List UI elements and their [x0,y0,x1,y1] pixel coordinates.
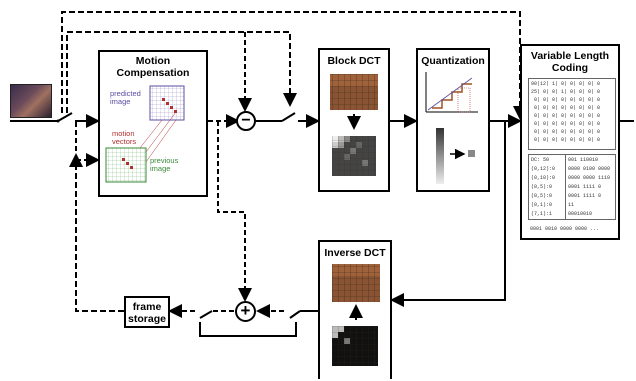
vlc-code-right: 0000 0100 0000 [568,166,611,172]
block-dct-block: Block DCT [318,48,390,192]
motion-grids [105,85,185,183]
block-dct-title: Block DCT [327,55,381,67]
vlc-code-left: (0,5):0 [531,193,553,199]
predicted-image-label-2: image [110,97,131,106]
vlc-matrix-row: 90|12| 1| 0| 0| 0| 0| 0 [531,81,601,87]
motion-block-marks [122,98,177,169]
predicted-image-label-1: predicted [110,89,141,98]
quantization-gradient-bar [436,128,444,184]
vlc-code-left: (0,10):0 [531,175,556,181]
vlc-matrix-row: 0| 0| 0| 0| 0| 0| 0| 0 [531,129,601,135]
vlc-code-right: 00010010 [568,211,593,217]
vlc-title-1: Variable Length [530,50,610,62]
motion-compensation-title-1: Motion [135,55,171,67]
vlc-code-table: DC: 50 001 110010 (0,12):0 0000 0100 000… [528,154,616,220]
vlc-code-left: (0,12):0 [531,166,556,172]
vlc-code-left: DC: 50 [531,157,550,163]
vlc-code-right: 001 110010 [568,157,599,163]
vlc-matrix-row: 0| 0| 0| 0| 0| 0| 0| 0 [531,113,601,119]
dct-images [330,74,378,176]
previous-image-label-1: previous [150,156,179,165]
vlc-matrix-row: 0| 0| 0| 0| 0| 0| 0| 0 [531,121,601,127]
frame-storage-block: frame storage [124,296,170,328]
vlc-coefficient-matrix: 90|12| 1| 0| 0| 0| 0| 0 25| 0| 0| 1| 0| … [528,78,616,150]
previous-image-label-2: image [150,164,171,173]
vlc-code-right: 0001 1111 0 [568,193,602,199]
variable-length-coding-block: Variable Length Coding 90|12| 1| 0| 0| 0… [520,44,620,240]
quantizer-staircase [432,83,472,109]
input-video-thumbnail [10,84,52,118]
vlc-code-right: 11 [568,202,575,208]
input-switch [57,112,73,122]
vlc-code-right: 0000 0000 1110 [568,175,611,181]
motion-compensation-block: Motion Compensation predicted image moti… [98,50,208,197]
subtract-operator: − [236,111,256,131]
motion-vectors-label-1: motion [112,129,135,138]
vlc-matrix-row: 25| 0| 0| 1| 0| 0| 0| 0 [531,89,601,95]
quantization-title: Quantization [421,55,485,67]
inverse-dct-title: Inverse DCT [324,247,386,259]
quantization-block: Quantization [416,48,490,192]
frame-storage-title-1: frame [132,301,162,313]
vlc-code-left: (0,1):0 [531,202,553,208]
vlc-matrix-row: 0| 0| 0| 0| 0| 0| 0| 0 [531,97,601,103]
frame-storage-title-2: storage [128,313,166,325]
vlc-matrix-row: 0| 0| 0| 0| 0| 0| 0| 0 [531,137,601,143]
idct-images [332,264,380,366]
vlc-matrix-row: 0| 0| 0| 0| 0| 0| 0| 0 [531,105,601,111]
motion-vectors-label-2: vectors [112,137,137,146]
vlc-bitstream: 0001 0010 0000 0000 ... [530,226,600,232]
quantized-value-swatch [468,150,475,157]
motion-compensation-title-2: Compensation [116,67,190,79]
quantization-graphics [425,72,478,184]
inverse-dct-block: Inverse DCT [318,240,392,379]
vlc-title-2: Coding [551,62,589,74]
vlc-code-left: (0,5):0 [531,184,553,190]
vlc-code-right: 0001 1111 0 [568,184,602,190]
vlc-code-left: (7,1):1 [531,211,553,217]
add-operator: + [235,301,256,322]
